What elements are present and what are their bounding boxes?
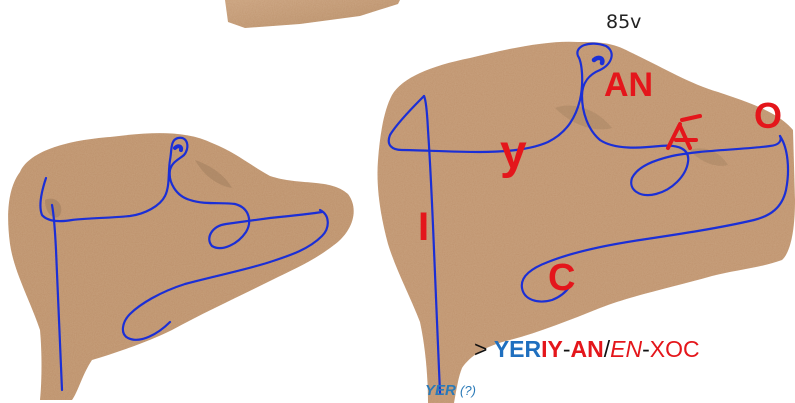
letter-an: AN bbox=[604, 66, 653, 104]
caption-dash-1: - bbox=[563, 336, 571, 362]
letter-o: O bbox=[754, 95, 782, 136]
letter-y: y bbox=[500, 126, 527, 179]
letter-i: I bbox=[418, 205, 429, 249]
caption-dash-2: - bbox=[642, 336, 650, 362]
page-number: 85v bbox=[606, 11, 641, 33]
caption-yer: YER bbox=[494, 336, 541, 362]
caption-en: EN bbox=[610, 336, 642, 362]
reading-caption: > YERIY-AN/EN-XOC bbox=[474, 338, 700, 361]
yer-note: YER (?) bbox=[425, 382, 476, 399]
letter-c: C bbox=[548, 257, 575, 299]
yer-note-question: (?) bbox=[460, 383, 476, 398]
yer-note-main: YER bbox=[425, 382, 456, 399]
caption-iy: IY bbox=[541, 336, 563, 362]
caption-arrow: > bbox=[474, 336, 487, 362]
caption-an: AN bbox=[571, 336, 604, 362]
stone-fragment-top bbox=[225, 0, 400, 28]
caption-xoc: XOC bbox=[650, 336, 700, 362]
